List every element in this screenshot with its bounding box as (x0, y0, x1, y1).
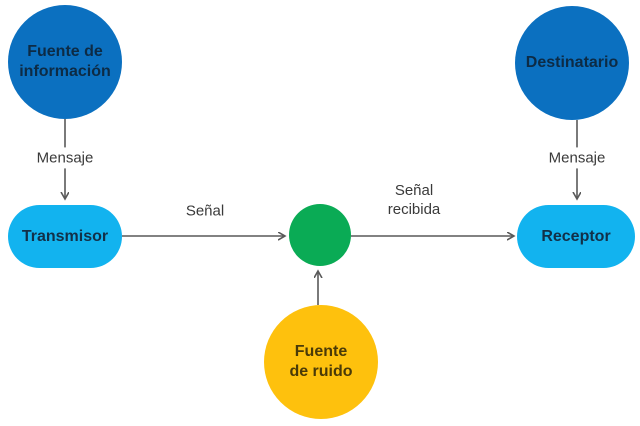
destination-node: Destinatario (515, 6, 629, 120)
receiver-node: Receptor (517, 205, 635, 268)
noise-source-node: Fuente de ruido (264, 305, 378, 419)
message-label-right: Mensaje (545, 147, 609, 169)
info-source-node: Fuente de información (8, 5, 122, 119)
message-label-left: Mensaje (33, 147, 97, 169)
channel-node (289, 204, 351, 266)
transmitter-node: Transmisor (8, 205, 122, 268)
signal-label: Señal (185, 202, 225, 220)
received-signal-label: Señal recibida (387, 181, 441, 218)
